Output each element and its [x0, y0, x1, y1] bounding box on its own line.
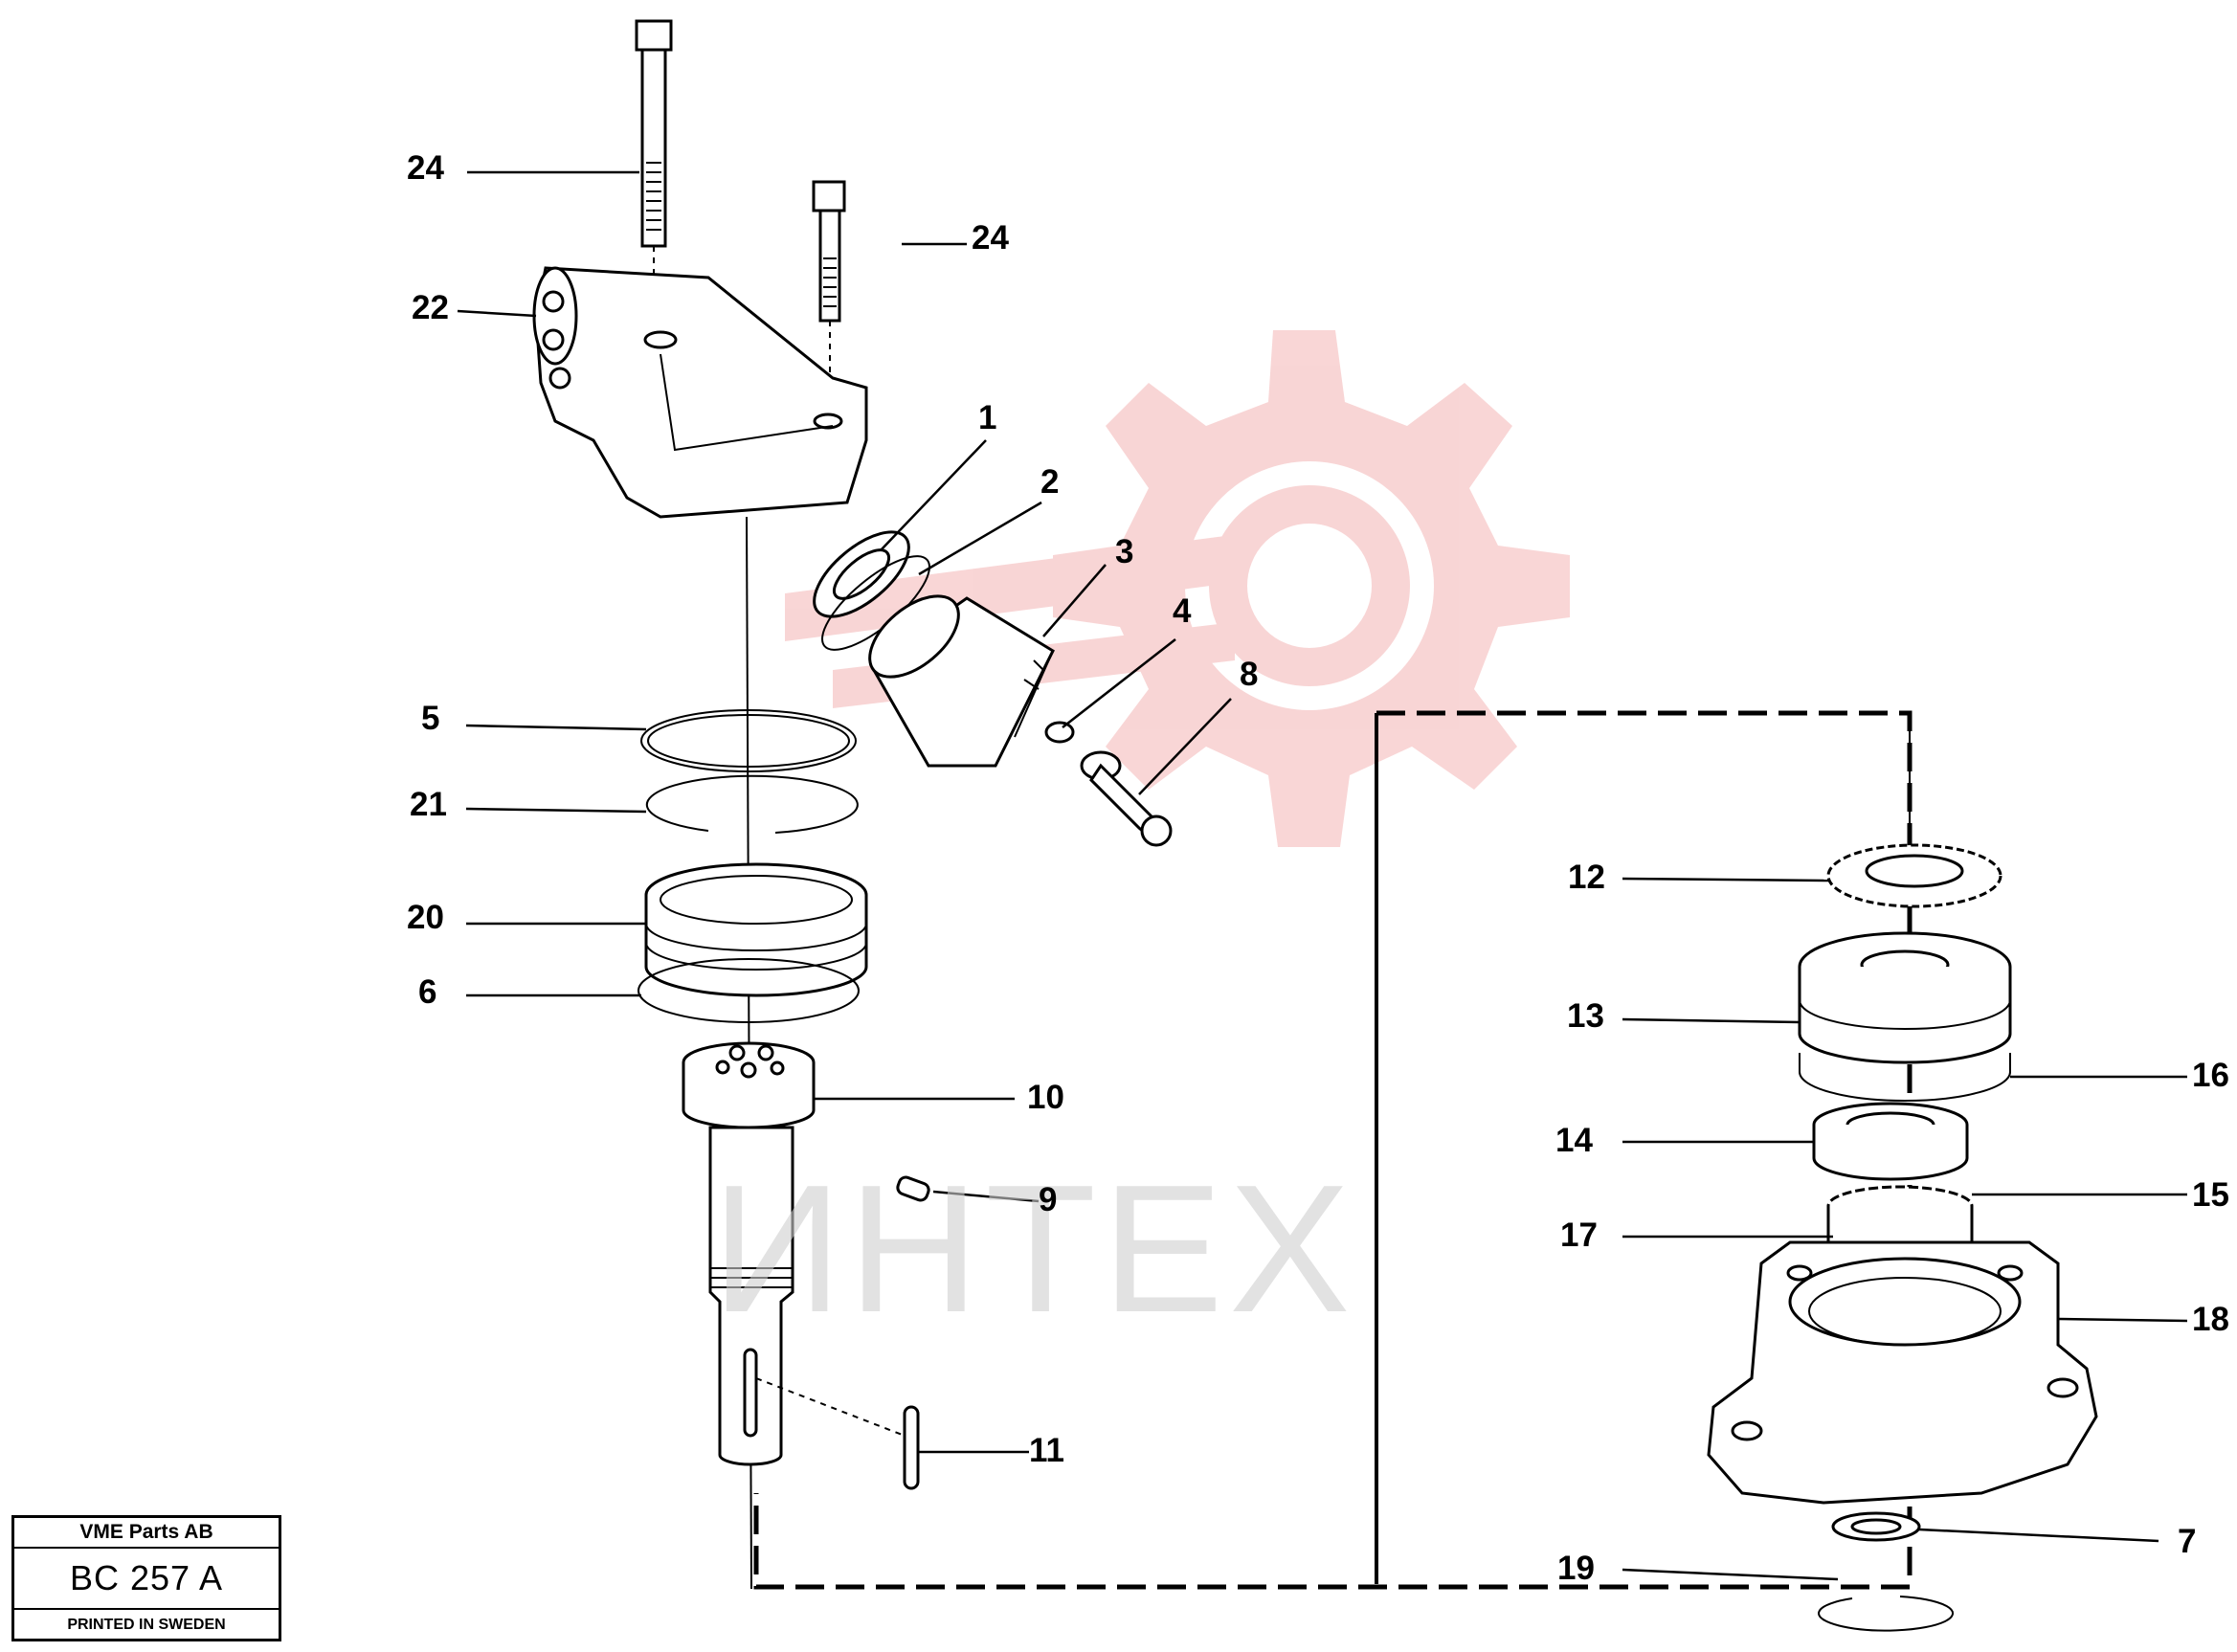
callout-label-24-shown: 24	[972, 219, 1009, 257]
title-block: VME Parts AB BC 257 A PRINTED IN SWEDEN	[11, 1515, 281, 1641]
callout-label-17: 17	[1560, 1217, 1598, 1254]
bearing-13	[1798, 931, 2012, 1102]
leader-lines	[457, 170, 2188, 1581]
callout-label-16: 16	[2192, 1057, 2229, 1094]
callout-label-7: 7	[2178, 1523, 2196, 1560]
bearing-14	[1812, 1102, 1969, 1181]
company-name: VME Parts AB	[14, 1518, 279, 1549]
dashed-connection-line	[753, 710, 1913, 1590]
printed-in-footer: PRINTED IN SWEDEN	[67, 1617, 226, 1633]
callout-label-9: 9	[1039, 1181, 1057, 1218]
callout-label-19: 19	[1557, 1550, 1595, 1587]
watermark-gear-ring	[1209, 485, 1410, 686]
callout-label-10: 10	[1027, 1079, 1064, 1116]
watermark-gear-logo	[785, 330, 1570, 847]
washer-4	[1044, 721, 1075, 744]
callout-label-20: 20	[407, 899, 444, 936]
circlip-19	[1818, 1596, 1954, 1632]
callout-label-13: 13	[1567, 997, 1604, 1035]
shaft-10	[682, 1041, 816, 1466]
watermark-text: ИНТЕХ	[711, 1148, 1355, 1351]
callout-label-14: 14	[1555, 1122, 1593, 1159]
o-ring-6	[638, 958, 860, 1023]
bolt-23	[635, 19, 673, 325]
bevel-gear-3	[868, 594, 1055, 768]
ball-pin-8	[1080, 750, 1173, 847]
callout-label-5: 5	[421, 700, 439, 737]
sleeve-20	[644, 862, 868, 997]
callout-label-1: 1	[978, 399, 996, 436]
housing-22	[532, 266, 868, 519]
flange-housing-18	[1707, 1240, 2098, 1505]
snap-ring-21	[645, 774, 859, 834]
key-11	[903, 1405, 920, 1490]
callout-label-6: 6	[418, 973, 436, 1011]
pin-9	[896, 1175, 930, 1202]
callout-label-2: 2	[1040, 463, 1059, 501]
callout-label-12: 12	[1568, 859, 1605, 896]
callout-label-18: 18	[2192, 1301, 2229, 1338]
callout-label-3: 3	[1115, 533, 1133, 570]
bearing-7	[1831, 1511, 1921, 1542]
callout-label-22: 22	[412, 289, 449, 326]
callout-label-15: 15	[2192, 1176, 2229, 1214]
callout-label-4: 4	[1173, 592, 1192, 630]
callout-label-21: 21	[410, 786, 447, 823]
callout-label-23: 24	[407, 149, 444, 187]
o-ring-5	[640, 709, 857, 772]
callout-label-11: 11	[1029, 1432, 1064, 1469]
drawing-code: BC 257 A	[14, 1549, 279, 1610]
bevel-gear-12	[1826, 843, 2002, 908]
bolt-24	[812, 180, 846, 412]
callout-label-8: 8	[1240, 656, 1258, 693]
seal-1	[813, 530, 910, 618]
